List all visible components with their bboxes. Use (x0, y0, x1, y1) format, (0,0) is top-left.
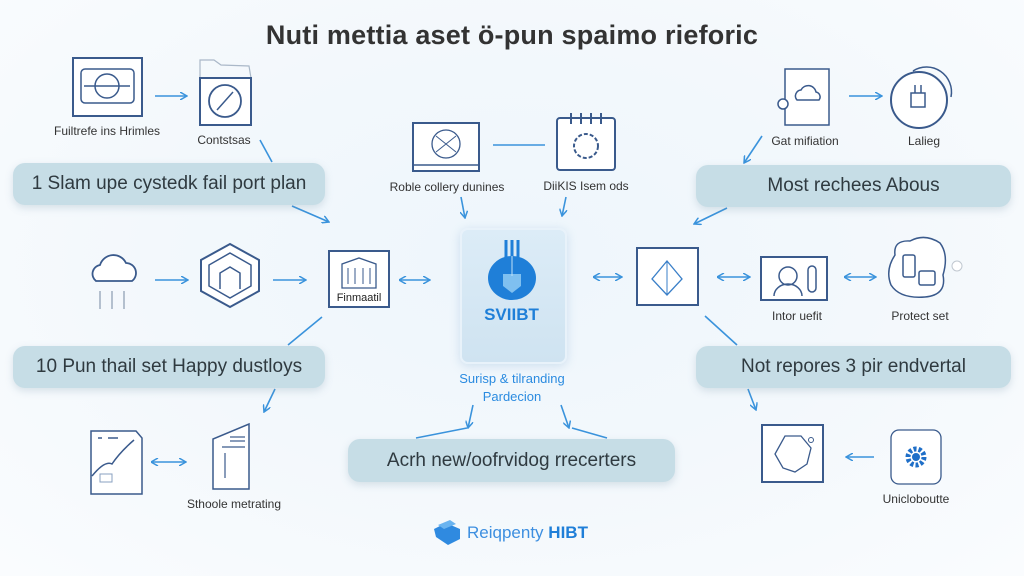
node-label: Finmaatil (336, 292, 382, 304)
folder-icon (199, 58, 252, 126)
hexagon-icon (200, 242, 260, 309)
step-pill: Not repores 3 pir endvertal (696, 346, 1011, 388)
step-pill: Acrh new/oofrvidog rrecerters (348, 439, 675, 482)
node-label: Gat mifiation (771, 134, 839, 148)
protect-device-icon (885, 235, 963, 300)
node-label: Fuiltrefe ins Hrimles (53, 124, 161, 138)
finance-building-icon (328, 250, 390, 308)
step-pill: Most rechees Abous (696, 165, 1011, 207)
arrow (562, 196, 566, 216)
robot-box-icon (761, 424, 824, 483)
chart-document-icon (90, 430, 143, 495)
shield-bulb-icon (478, 236, 546, 304)
node-label: Contstsas (197, 133, 251, 147)
arrow (704, 315, 738, 346)
center-caption: Pardecion (482, 389, 542, 404)
arrow (744, 135, 763, 163)
arrow (468, 404, 474, 428)
node-label: Unicloboutte (882, 492, 950, 506)
cloud-icon (88, 247, 140, 310)
arrow (264, 388, 276, 412)
monitor-icon (72, 57, 143, 117)
arrow (461, 196, 465, 218)
step-pill: 1 Slam upe cystedk fail port plan (13, 163, 325, 205)
brand-hibt: HIBT (548, 523, 588, 542)
cloud-document-icon (777, 68, 830, 126)
brand-name: Reiqpenty HIBT (467, 523, 588, 543)
brand-prefix: Reiqpenty (467, 523, 544, 542)
brand-logo-icon (432, 519, 462, 545)
step-pill: 10 Pun thail set Happy dustloys (13, 346, 325, 388)
node-label: Roble collery dunines (389, 180, 505, 194)
computer-icon (412, 122, 480, 173)
node-label: Protect set (891, 309, 949, 323)
arrow (291, 205, 329, 222)
arrow (747, 388, 756, 410)
gear-icon (885, 426, 947, 487)
page-title: Nuti mettia aset ö-pun spaimo rieforic (265, 20, 759, 50)
tall-building-icon (212, 422, 250, 490)
arrow (694, 207, 728, 224)
diamond-box-icon (636, 247, 699, 306)
arrow (259, 139, 273, 163)
arrow (415, 427, 468, 439)
center-caption: Surisp & tilranding (459, 371, 565, 386)
node-label: Lalieg (907, 134, 941, 148)
arrow (560, 404, 569, 428)
profile-card-icon (760, 256, 828, 301)
arrow (287, 316, 323, 346)
circle-device-icon (889, 63, 953, 130)
node-label: Intor uefit (771, 309, 823, 323)
node-label: Sthoole metrating (186, 497, 282, 511)
node-label: DiiKIS Isem ods (543, 179, 629, 193)
arrow (571, 427, 608, 439)
calendar-icon (556, 112, 616, 172)
badge-text: SVIIBT (484, 305, 539, 324)
